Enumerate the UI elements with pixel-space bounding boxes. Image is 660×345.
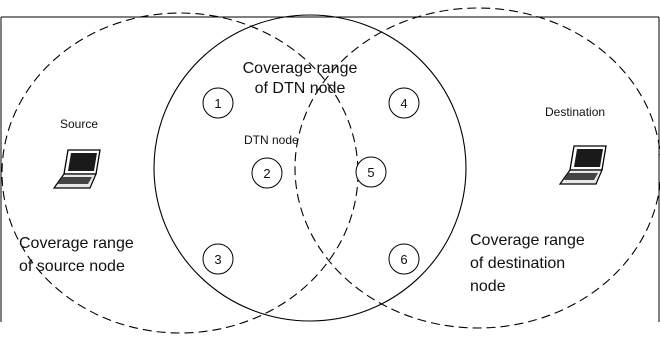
- source-laptop-icon: [52, 149, 101, 189]
- source-range-label-line1: Coverage range: [19, 235, 134, 252]
- node-2: 2: [251, 157, 283, 189]
- destination-laptop-icon: [558, 145, 607, 185]
- dtn-coverage-range: [153, 14, 467, 322]
- source-label: Source: [60, 117, 98, 131]
- source-range-label-line2: of source node: [19, 258, 125, 275]
- destination-label: Destination: [545, 105, 605, 119]
- node-3-label: 3: [214, 252, 221, 267]
- node-4: 4: [388, 87, 420, 119]
- node-1-label: 1: [214, 96, 221, 111]
- node-5: 5: [355, 156, 387, 188]
- dtn-range-label-line1: Coverage range: [243, 60, 358, 77]
- dtn-node-label: DTN node: [244, 133, 299, 147]
- node-5-label: 5: [367, 165, 374, 180]
- dest-range-label-line1: Coverage range: [470, 232, 585, 249]
- node-4-label: 4: [400, 96, 407, 111]
- node-6-label: 6: [400, 252, 407, 267]
- dest-range-label-line3: node: [470, 278, 506, 295]
- dtn-range-label-line2: of DTN node: [255, 80, 346, 97]
- destination-coverage-range: [294, 7, 660, 329]
- node-1: 1: [202, 87, 234, 119]
- dest-range-label-line2: of destination: [470, 255, 565, 272]
- node-2-label: 2: [263, 166, 270, 181]
- node-6: 6: [388, 243, 420, 275]
- node-3: 3: [202, 243, 234, 275]
